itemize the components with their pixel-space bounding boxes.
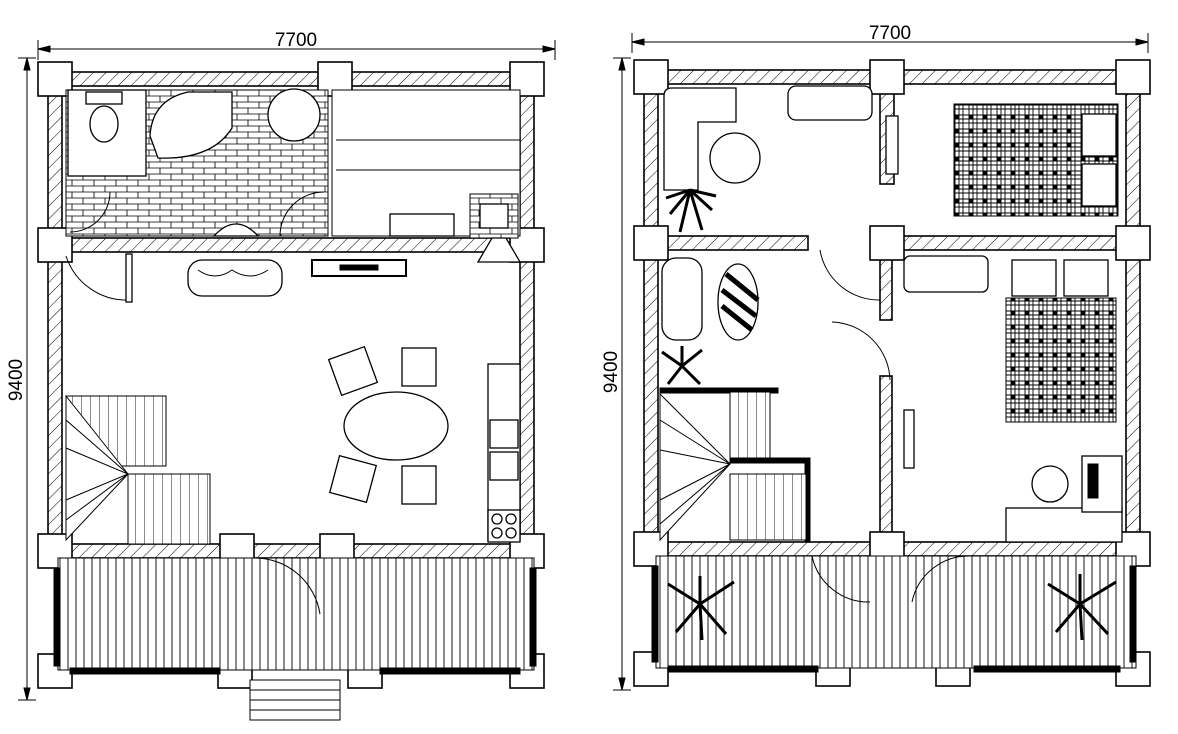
bathtub xyxy=(149,91,233,159)
ground-terrace-deck xyxy=(57,557,535,671)
railing-east xyxy=(529,567,537,667)
living-sofa xyxy=(187,259,283,297)
upper-balcony-deck xyxy=(655,555,1137,669)
interior-wall xyxy=(61,237,521,253)
upper-railing-west xyxy=(651,565,659,663)
height-dimension-upper: 9400 xyxy=(601,57,631,691)
height-label: 9400 xyxy=(6,359,27,401)
corner-sofa xyxy=(663,87,737,191)
east-wall xyxy=(519,71,535,559)
toilet xyxy=(85,91,123,143)
width-label-upper: 7700 xyxy=(869,23,911,44)
bedroom-sofa xyxy=(903,255,989,293)
pillow xyxy=(1081,113,1117,157)
upper-railing-south-left xyxy=(667,665,819,673)
width-label: 7700 xyxy=(275,30,317,51)
pillow xyxy=(1011,259,1057,297)
west-wall xyxy=(47,71,63,559)
south-wall xyxy=(47,543,535,559)
wall-shelf xyxy=(885,115,899,175)
upper-floor-plan: 7700 9400 xyxy=(601,23,1151,691)
sauna-bench xyxy=(389,213,455,237)
bathroom-door-swing xyxy=(279,191,325,237)
balcony-plant-left xyxy=(667,576,735,641)
width-dimension-upper: 7700 xyxy=(631,23,1149,53)
upper-railing-south-right xyxy=(973,665,1121,673)
round-coffee-table xyxy=(709,132,761,184)
upper-railing-east xyxy=(1129,565,1137,663)
north-wall xyxy=(47,71,535,87)
desk-chair xyxy=(1031,465,1069,503)
upper-sofa xyxy=(787,85,873,121)
railing-west xyxy=(53,567,61,667)
ground-floor-plan: 7700 9400 xyxy=(6,30,556,721)
fireplace xyxy=(476,237,522,263)
terrace-door-swing xyxy=(253,557,321,615)
railing-south-left xyxy=(69,667,221,675)
kitchen-sink xyxy=(489,419,519,449)
width-dimension: 7700 xyxy=(37,30,556,60)
balcony-door-swing-1 xyxy=(811,555,871,603)
upper-west-wall xyxy=(643,69,659,557)
hall-sofa xyxy=(661,257,703,341)
balcony-plant-right xyxy=(1047,574,1117,641)
cooktop xyxy=(487,509,521,543)
hall-shelf xyxy=(903,409,915,469)
hall-door-swing xyxy=(819,249,881,301)
upper-east-wall xyxy=(1125,69,1141,557)
toilet-door-swing xyxy=(69,191,111,233)
balcony-door-swing-2 xyxy=(911,555,971,603)
ground-staircase xyxy=(65,394,211,545)
dining-chairs xyxy=(327,345,437,505)
pillow xyxy=(1063,259,1109,297)
potted-plant-2 xyxy=(661,346,703,386)
shower-cabin xyxy=(267,88,321,142)
potted-plant-1 xyxy=(665,188,717,233)
entrance-door-swing xyxy=(65,255,131,301)
double-bed-2 xyxy=(1005,297,1117,423)
height-dimension: 9400 xyxy=(6,57,36,701)
entrance-steps xyxy=(249,679,341,721)
railing-south-right xyxy=(379,667,521,675)
height-label-upper: 9400 xyxy=(601,351,622,393)
upper-staircase xyxy=(659,387,811,543)
washbasin xyxy=(212,223,260,237)
work-desk xyxy=(1005,455,1123,543)
dining-table xyxy=(343,391,449,461)
pillow xyxy=(1081,163,1117,207)
